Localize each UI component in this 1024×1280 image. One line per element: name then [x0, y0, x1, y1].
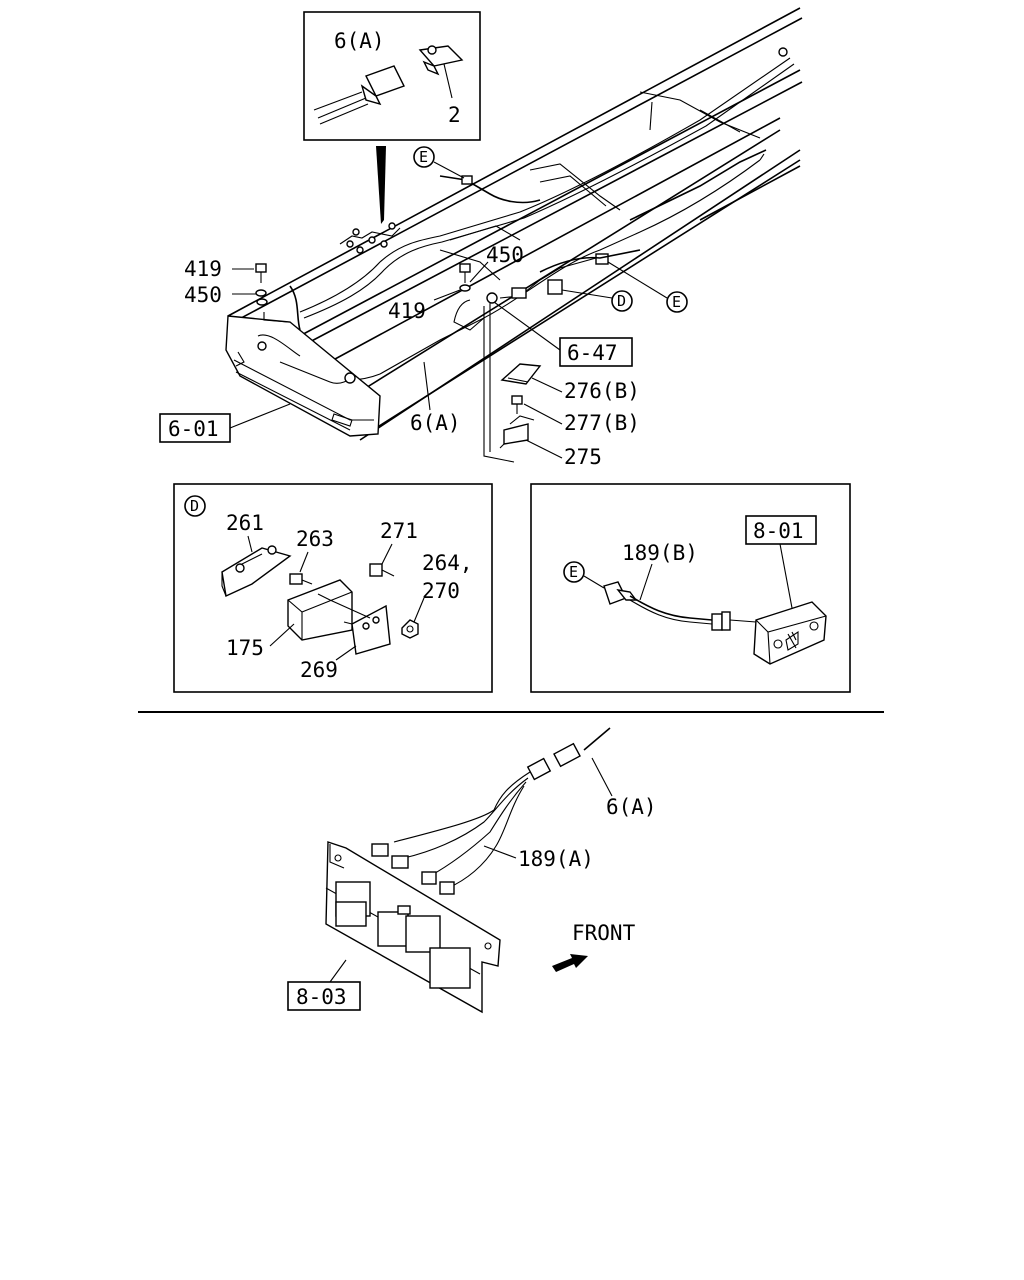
callout-450-left: 450 [184, 283, 222, 307]
callout-175: 175 [226, 636, 264, 660]
bottom-callouts: 6(A) 189(A) [483, 757, 657, 871]
callout-271: 271 [380, 519, 418, 543]
callout-263: 263 [296, 527, 334, 551]
ref-box-6-01[interactable]: 6-01 [159, 403, 291, 443]
callout-419-mid: 419 [388, 299, 426, 323]
marker-e-top-label: E [419, 148, 428, 166]
detail-d-panel: D 261 263 271 264, 270 1 [173, 483, 493, 693]
ref-box-6-47[interactable]: 6-47 [493, 301, 633, 367]
chassis-drawing [225, 7, 803, 463]
marker-d-right: D [561, 289, 633, 312]
callout-6a-bottom: 6(A) [606, 795, 657, 819]
callout-270: 270 [422, 579, 460, 603]
front-arrow-icon [552, 954, 588, 972]
top-callouts: 419 450 450 419 6(A) 276(B) 277(B) 275 [184, 243, 640, 469]
detail-d-marker: D [190, 497, 199, 515]
rear-harness-drawing [325, 727, 611, 1014]
callout-450-mid: 450 [486, 243, 524, 267]
marker-e-top: E [413, 146, 465, 179]
ref-box-8-03[interactable]: 8-03 [287, 959, 361, 1011]
detail-e-marker: E [569, 563, 578, 581]
callout-264: 264, [422, 551, 473, 575]
front-indicator: FRONT [552, 921, 636, 972]
marker-d-right-label: D [617, 292, 626, 310]
inset-callout-2: 2 [448, 103, 461, 127]
callout-269: 269 [300, 658, 338, 682]
connector-inset: 6(A) 2 [303, 11, 481, 224]
ref-8-01-label: 8-01 [753, 519, 804, 543]
callout-275: 275 [564, 445, 602, 469]
callout-419-left: 419 [184, 257, 222, 281]
callout-277b: 277(B) [564, 411, 640, 435]
marker-e-right: E [607, 261, 688, 313]
inset-callout-6a: 6(A) [334, 29, 385, 53]
detail-e-panel: E 189(B) 8-01 [530, 483, 851, 693]
ref-box-8-01[interactable]: 8-01 [745, 515, 817, 609]
ref-6-01-label: 6-01 [168, 417, 219, 441]
ref-6-47-label: 6-47 [567, 341, 618, 365]
callout-189a: 189(A) [518, 847, 594, 871]
callout-189b: 189(B) [622, 541, 698, 565]
callout-276b: 276(B) [564, 379, 640, 403]
marker-e-right-label: E [672, 293, 681, 311]
callout-6a-top: 6(A) [410, 411, 461, 435]
front-label: FRONT [572, 921, 636, 945]
ref-8-03-label: 8-03 [296, 985, 347, 1009]
callout-261: 261 [226, 511, 264, 535]
